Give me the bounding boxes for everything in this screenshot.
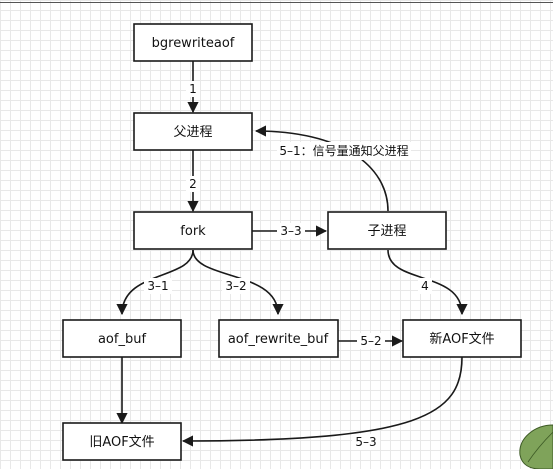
- edge-3-1-label: 3–1: [147, 279, 168, 293]
- node-parent-process-label: 父进程: [173, 125, 212, 140]
- node-aof-rewrite-buf-label: aof_rewrite_buf: [228, 332, 329, 347]
- node-aof-buf: aof_buf: [62, 319, 182, 358]
- node-old-aof-file: 旧AOF文件: [62, 422, 182, 461]
- edge-labels: 1 2 3–3 3–1 3–2 4 5–1：信号量通知父进程 5–2 5–3: [144, 81, 432, 450]
- node-fork-label: fork: [180, 224, 206, 239]
- node-old-aof-file-label: 旧AOF文件: [89, 435, 154, 450]
- edge-5-2-label: 5–2: [360, 334, 381, 348]
- edge-5-3-label: 5–3: [355, 435, 376, 449]
- node-new-aof-file-label: 新AOF文件: [429, 331, 494, 347]
- node-aof-buf-label: aof_buf: [98, 332, 146, 347]
- edge-4-label: 4: [421, 279, 429, 293]
- edge-5-1-label: 5–1：信号量通知父进程: [279, 143, 408, 158]
- edges: [116, 61, 468, 447]
- leaf-icon: [519, 424, 553, 469]
- edge-3-2-line: [192, 249, 284, 316]
- node-fork: fork: [133, 211, 253, 250]
- edge-5-3-line: [181, 356, 463, 447]
- node-aof-rewrite-buf: aof_rewrite_buf: [218, 319, 339, 358]
- top-border: [0, 2, 553, 3]
- edge-3-2-label: 3–2: [225, 279, 246, 293]
- node-bgrewriteaof-label: bgrewriteaof: [152, 36, 235, 51]
- edge-3-3-label: 3–3: [280, 224, 301, 238]
- edge-1-label: 1: [189, 82, 197, 96]
- node-parent-process: 父进程: [133, 112, 253, 151]
- node-bgrewriteaof: bgrewriteaof: [133, 23, 253, 62]
- node-child-process-label: 子进程: [367, 224, 406, 239]
- node-child-process: 子进程: [327, 211, 447, 250]
- edge-2-label: 2: [189, 177, 197, 191]
- node-new-aof-file: 新AOF文件: [402, 319, 522, 358]
- edge-3-1-line: [116, 249, 194, 316]
